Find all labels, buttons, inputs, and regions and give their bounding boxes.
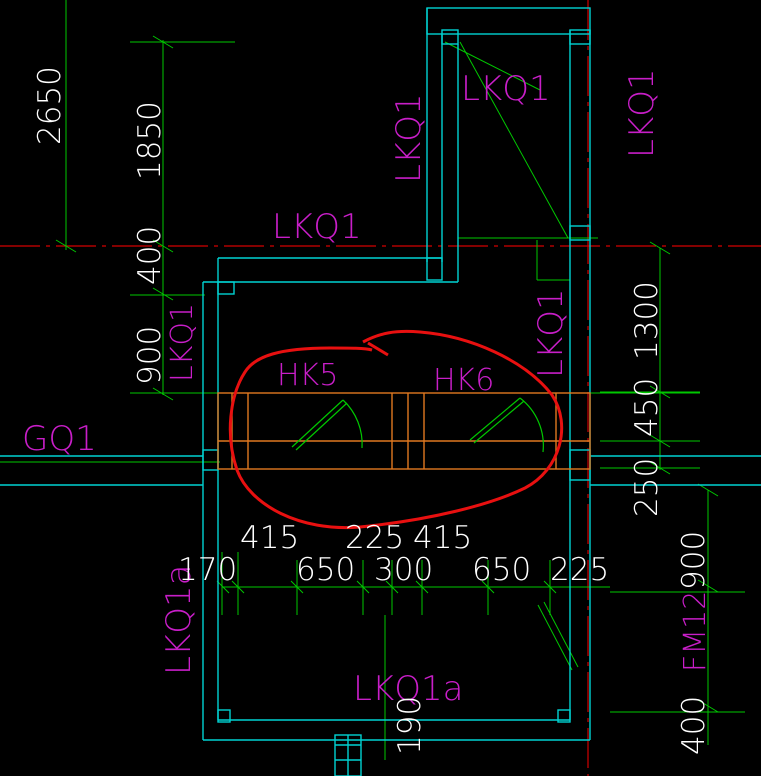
dim-650-a: 650 [296, 552, 355, 588]
dim-415-b: 415 [413, 520, 472, 556]
label-hk6: HK6 [433, 363, 494, 398]
label-lkq1-mid-vertical: LKQ1 [531, 288, 571, 378]
dim-250: 250 [629, 458, 665, 517]
door-leaf-hk6 [469, 397, 521, 441]
dim-650-b: 650 [472, 552, 531, 588]
door-leaf-hk5 [291, 399, 344, 448]
dim-300: 300 [374, 552, 433, 588]
label-hk5: HK5 [277, 358, 338, 393]
dim-415-a: 415 [240, 520, 299, 556]
dimension-texts: 2650 1850 400 900 1300 450 250 900 400 4… [32, 66, 712, 755]
dim-225-bottom: 225 [550, 552, 609, 588]
label-gq1: GQ1 [22, 419, 97, 459]
door-arc-hk5 [342, 399, 363, 449]
dim-900-right: 900 [676, 531, 712, 590]
dimension-lines [0, 0, 745, 760]
dim-450: 450 [629, 378, 665, 437]
label-lkq1-top-room: LKQ1 [461, 69, 551, 109]
dim-400-right: 400 [676, 696, 712, 755]
window-frames [217, 392, 591, 470]
label-fm12: FM12 [678, 591, 713, 672]
dim-225-top: 225 [345, 520, 404, 556]
dim-170: 170 [178, 552, 237, 588]
component-labels: LKQ1 LKQ1 LKQ1 LKQ1 LKQ1 LKQ1 HK5 HK6 GQ… [22, 68, 713, 709]
walls [0, 7, 761, 776]
label-lkq1a-left-vertical: LKQ1a [159, 565, 199, 675]
dim-400-left: 400 [132, 226, 168, 285]
label-lkq1-left-vertical: LKQ1 [165, 303, 200, 382]
highlight-circle [228, 329, 564, 530]
dim-2650: 2650 [32, 66, 68, 145]
door-arc-hk6 [519, 397, 544, 453]
dim-190: 190 [392, 696, 428, 755]
door-swings [291, 397, 544, 453]
window-frame-outer [217, 392, 591, 470]
dim-1850: 1850 [132, 101, 168, 180]
label-lkq1-center: LKQ1 [272, 207, 362, 247]
label-lkq1a-bottom: LKQ1a [353, 669, 463, 709]
label-lkq1-right-vertical: LKQ1 [622, 68, 662, 158]
label-lkq1-top-left-vertical: LKQ1 [389, 93, 429, 183]
dim-1300: 1300 [629, 281, 665, 360]
dim-900-left: 900 [132, 326, 168, 385]
